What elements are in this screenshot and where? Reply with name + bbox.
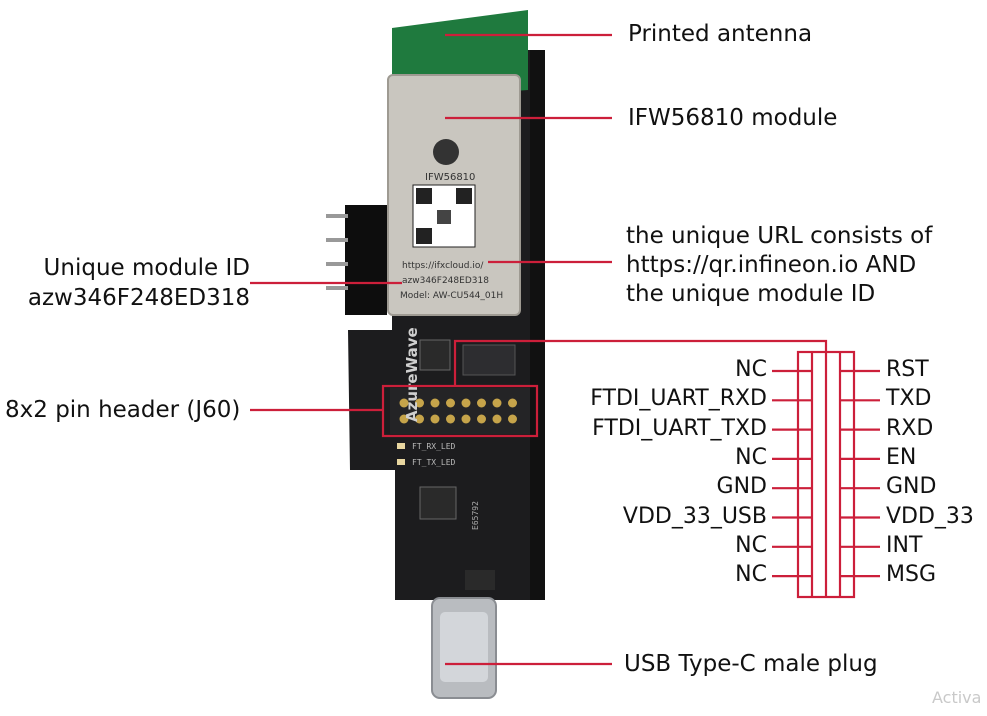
pin-label-right: VDD_33: [886, 503, 974, 529]
pin-label-left: NC: [735, 532, 767, 558]
pin-pad: [430, 398, 440, 408]
pin-pad: [508, 398, 517, 408]
label-url-line2: https://qr.infineon.io AND: [626, 252, 917, 278]
silk-brand: AzureWave: [403, 327, 421, 422]
pin-label-left: VDD_33_USB: [622, 503, 767, 529]
qr-dots: [437, 210, 451, 224]
led-1: [397, 443, 405, 449]
qr-finder-1: [416, 188, 432, 204]
pinout-table: [796, 350, 856, 599]
silk-module-url: https://ifxcloud.io/: [402, 261, 484, 271]
module-logo-circle: [433, 139, 459, 165]
pin-pads-area: [390, 388, 530, 434]
label-printed-antenna: Printed antenna: [628, 21, 813, 47]
pin-pad: [446, 414, 455, 424]
pin-header-highlight: [381, 384, 539, 438]
pinout-ticks: [772, 369, 880, 578]
pin-label-right: TXD: [886, 386, 932, 412]
pin-pad: [415, 398, 424, 408]
pin-pad: [446, 398, 455, 408]
pin-pad: [430, 414, 440, 424]
pin-label-left: FTDI_UART_RXD: [590, 386, 767, 412]
silk-led2: FT_TX_LED: [412, 458, 456, 467]
pin-label-right: RXD: [886, 415, 934, 441]
pin-pad: [492, 414, 502, 424]
pin-label-left: FTDI_UART_TXD: [592, 415, 767, 441]
silk-module-model: Model: AW-CU544_01H: [400, 291, 503, 301]
qr-finder-3: [416, 228, 432, 244]
pin-pad: [399, 414, 409, 424]
pin-pads: [399, 398, 517, 424]
ic-chip-1: [462, 344, 516, 376]
pin-label-left: NC: [735, 357, 767, 382]
qr-finder-2: [456, 188, 472, 204]
pin-pad: [461, 414, 471, 424]
silk-cert: E65792: [471, 501, 480, 530]
silk-led1: FT_RX_LED: [412, 442, 456, 451]
pin-label-right: RST: [886, 357, 929, 382]
pin-label-left: NC: [735, 444, 767, 470]
silk-module-label: IFW56810: [425, 172, 475, 183]
pcb-edge: [530, 50, 545, 600]
usb-c-inner: [440, 612, 488, 682]
watermark: Activa: [932, 688, 982, 707]
label-pin-header: 8x2 pin header (J60): [5, 397, 241, 423]
label-url-line1: the unique URL consists of: [626, 223, 933, 249]
label-url-line3: the unique module ID: [626, 281, 876, 307]
ic-chip-4: [465, 570, 495, 590]
pin-pad: [399, 398, 409, 408]
ic-chip-2: [419, 339, 451, 371]
pin-pad: [461, 398, 471, 408]
pin-label-right: EN: [886, 444, 917, 470]
label-module: IFW56810 module: [628, 105, 838, 131]
pin-pad: [477, 414, 486, 424]
pin-label-left: NC: [735, 562, 767, 588]
pin-label-right: MSG: [886, 562, 936, 588]
pin-pad: [415, 414, 424, 424]
label-module-id-line2: azw346F248ED318: [27, 285, 250, 311]
side-header: [345, 205, 387, 315]
pin-pad: [492, 398, 502, 408]
silk-module-id: azw346F248ED318: [402, 276, 489, 286]
pin-label-left: GND: [716, 474, 767, 500]
pin-pad: [477, 398, 486, 408]
label-usb-plug: USB Type-C male plug: [624, 651, 878, 677]
label-module-id-line1: Unique module ID: [43, 255, 250, 281]
side-header-pins: [326, 214, 348, 290]
pin-label-right: GND: [886, 474, 937, 500]
ic-chip-3: [419, 486, 457, 520]
pin-pad: [508, 414, 517, 424]
pin-label-right: INT: [886, 532, 923, 558]
led-2: [397, 459, 405, 465]
callout-line-pinout: [453, 339, 828, 386]
